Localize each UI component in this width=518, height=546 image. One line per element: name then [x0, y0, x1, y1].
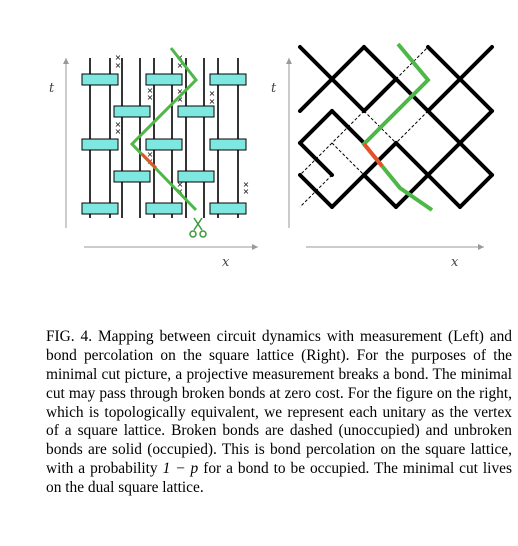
svg-text:×: ×: [115, 120, 122, 129]
svg-text:×: ×: [147, 93, 154, 102]
svg-text:×: ×: [147, 86, 154, 95]
figure-caption: FIG. 4. Mapping between circuit dynamics…: [46, 328, 512, 497]
svg-text:×: ×: [177, 61, 184, 70]
unitary-gates: [81, 73, 247, 215]
scissors-icon: [189, 217, 207, 238]
minimal-cut-left: [129, 47, 198, 212]
svg-text:×: ×: [243, 180, 250, 189]
svg-text:×: ×: [243, 187, 250, 196]
svg-text:×: ×: [147, 150, 154, 159]
svg-text:×: ×: [115, 53, 122, 62]
cut-through-unitary-left: [140, 152, 158, 170]
figure-4: ×× ×× ×× ×× ×× ×× ×× ×× ××: [49, 42, 494, 270]
svg-text:×: ×: [209, 97, 216, 106]
svg-text:×: ×: [177, 87, 184, 96]
caption-math: 1 − p: [162, 459, 199, 477]
svg-text:×: ×: [115, 127, 122, 136]
left-x-label: x: [222, 255, 230, 270]
figure-svg: ×× ×× ×× ×× ×× ×× ×× ×× ××: [63, 42, 494, 250]
svg-text:×: ×: [209, 89, 216, 98]
svg-text:×: ×: [177, 95, 184, 104]
right-panel: [286, 42, 494, 250]
svg-text:×: ×: [115, 61, 122, 70]
cut-through-unitary-right: [362, 142, 384, 168]
left-panel: ×× ×× ×× ×× ×× ×× ×× ×× ××: [63, 47, 258, 250]
svg-text:×: ×: [177, 180, 184, 189]
left-t-label: t: [49, 81, 55, 96]
caption-lead: FIG. 4. Mapping between circuit dynamics…: [46, 328, 512, 477]
right-x-label: x: [451, 255, 459, 270]
caption-tail: for a bond to be occupied. The minimal c…: [46, 459, 512, 496]
right-t-label: t: [271, 81, 277, 96]
unoccupied-bonds: [299, 46, 429, 208]
